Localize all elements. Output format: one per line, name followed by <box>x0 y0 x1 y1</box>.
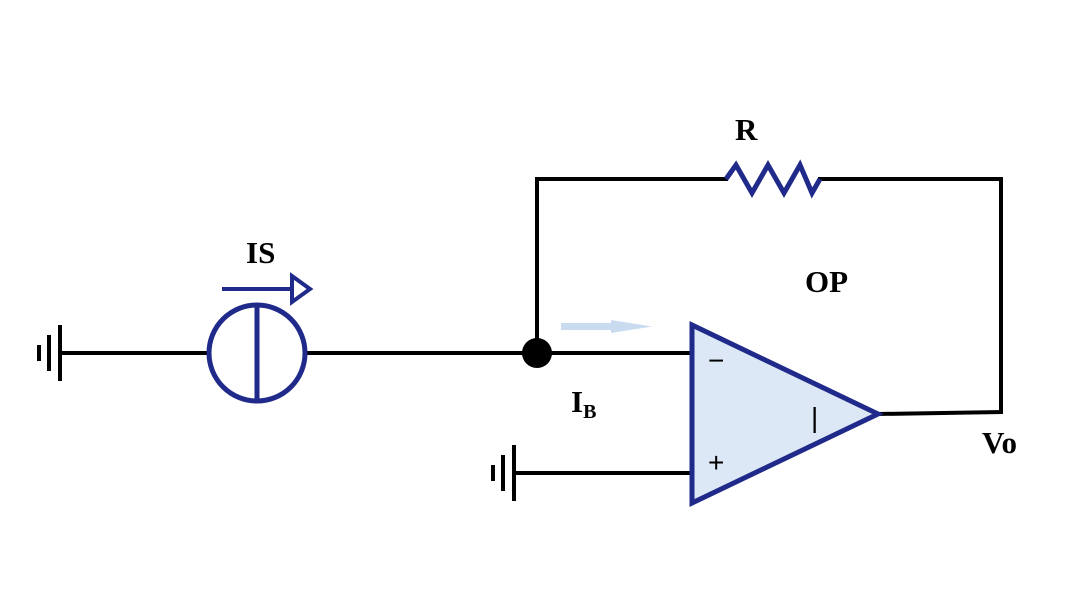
wires <box>58 177 1004 475</box>
bias-current-label: IB <box>571 384 596 423</box>
junction-node <box>522 338 552 368</box>
bias-current-label-main: I <box>571 384 583 419</box>
current-direction-arrow-icon <box>222 272 314 306</box>
op-amp-label: OP <box>805 264 848 299</box>
resistor-label: R <box>735 112 758 147</box>
bias-current-label-subscript: B <box>583 401 596 423</box>
non-inverting-input-symbol: + <box>708 447 724 478</box>
inverting-input-symbol: − <box>708 345 724 376</box>
current-source-label: IS <box>246 235 275 270</box>
current-source-icon <box>206 302 308 404</box>
resistor-icon <box>723 159 823 199</box>
op-amp-icon <box>689 321 884 507</box>
bias-current-arrow-icon <box>561 320 652 333</box>
ground-icon <box>491 445 516 501</box>
op-amp-mark: | <box>811 402 818 433</box>
wire-output <box>875 409 1004 417</box>
output-voltage-label: Vo <box>982 425 1017 460</box>
ground-icon <box>37 325 62 381</box>
